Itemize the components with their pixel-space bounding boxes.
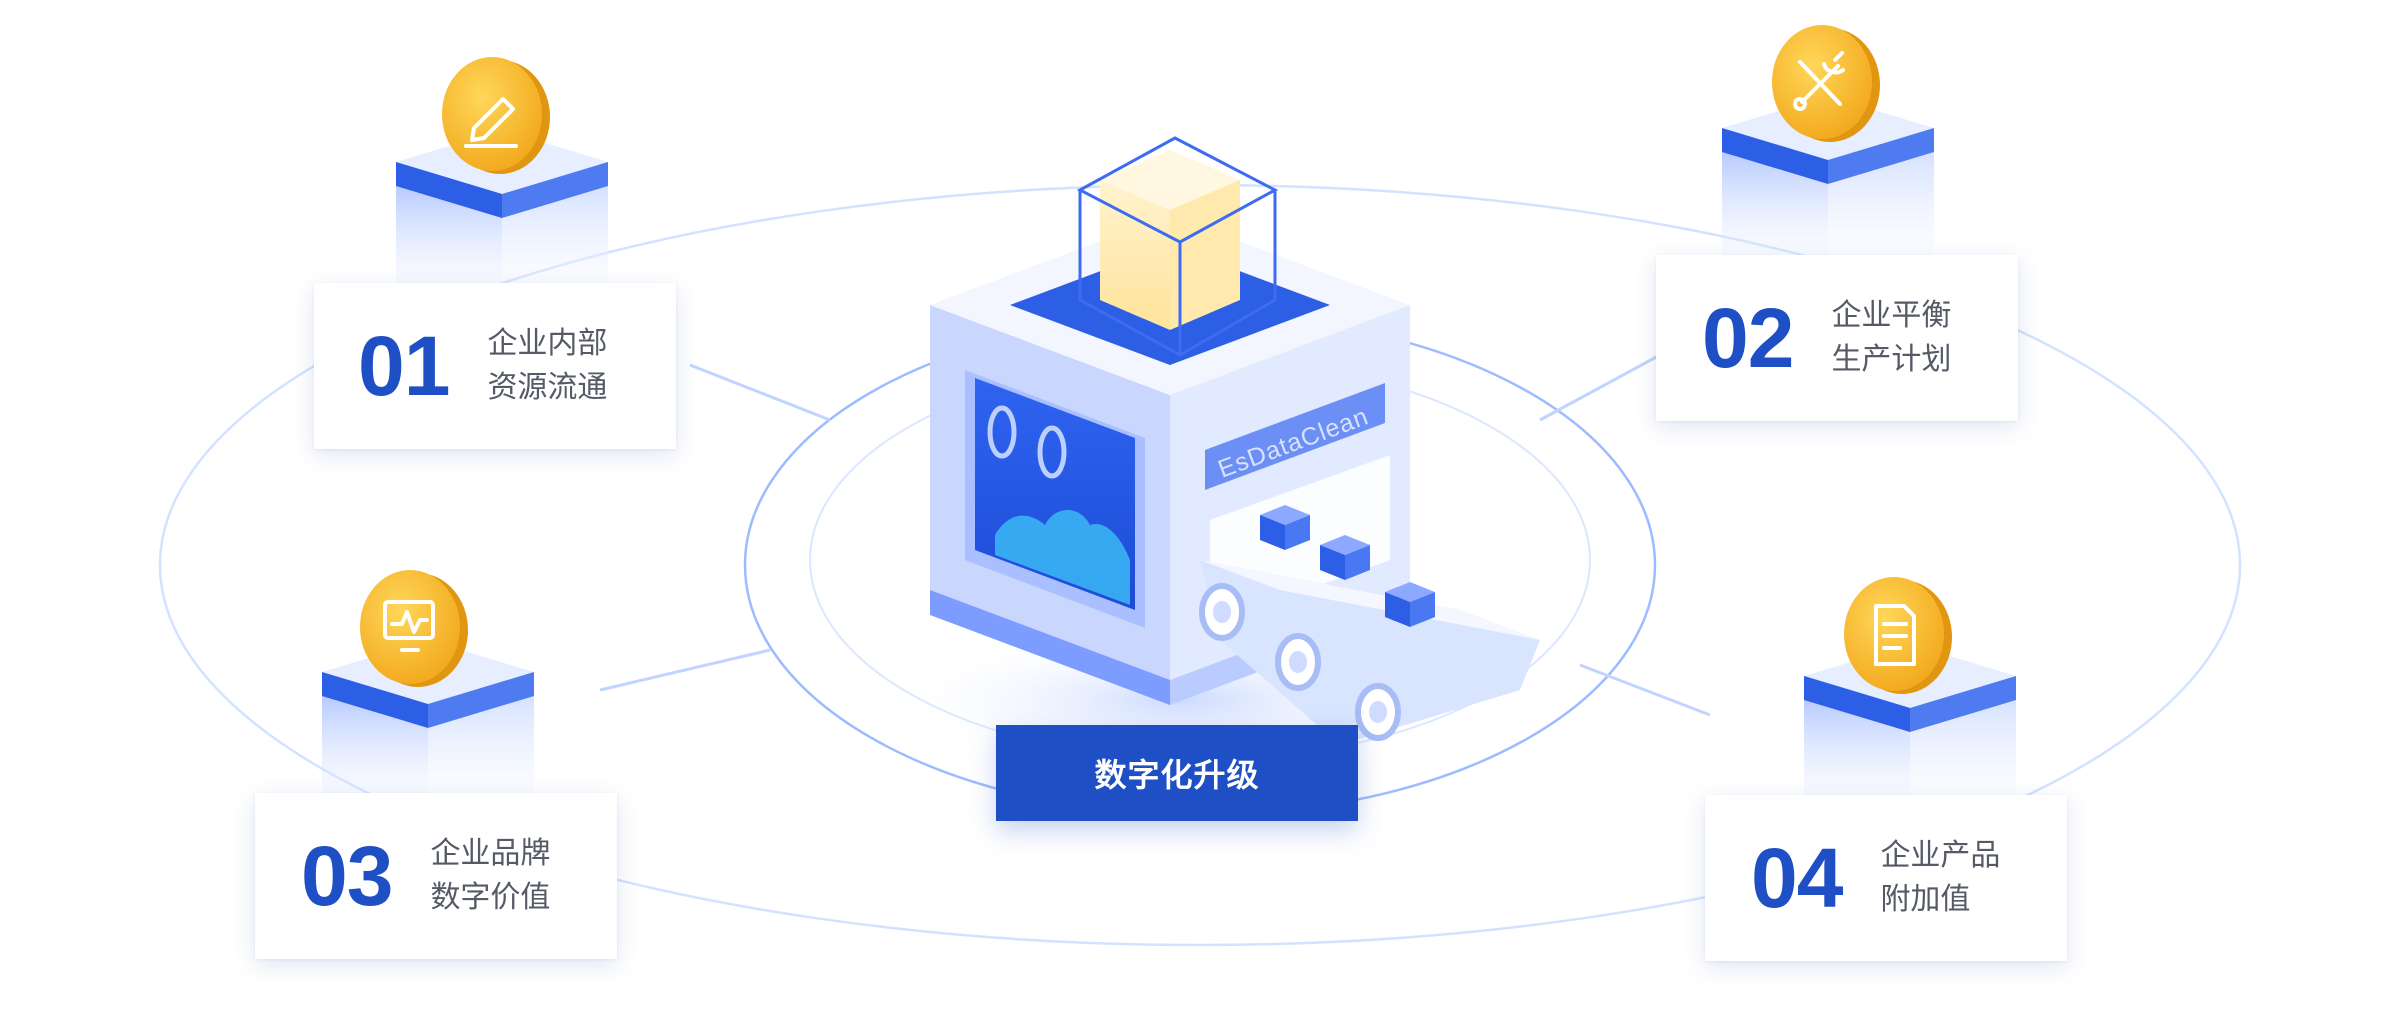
conveyor-cube: [1385, 582, 1435, 627]
glass-cube: [1076, 136, 1279, 357]
item-label-line2: 生产计划: [1831, 342, 1952, 377]
item-label: 企业品牌 数字价值: [430, 832, 550, 920]
tools-icon: [1772, 25, 1880, 142]
item-label-line1: 企业平衡: [1831, 298, 1952, 333]
item-number: 02: [1702, 291, 1794, 385]
conveyor-cube: [1320, 535, 1370, 580]
pillar-01: [396, 57, 608, 322]
item-label-line2: 附加值: [1880, 882, 1971, 917]
item-label: 企业内部 资源流通: [487, 322, 607, 410]
pillar-02: [1722, 25, 1934, 290]
item-label-line1: 企业产品: [1880, 838, 2001, 873]
item-label-line1: 企业品牌: [430, 836, 551, 871]
machine-screen: [965, 370, 1145, 628]
item-number: 03: [301, 829, 393, 923]
document-icon: [1844, 577, 1952, 694]
item-card-01: 01 企业内部 资源流通: [314, 283, 676, 449]
monitor-chart-icon: [360, 570, 468, 687]
pillar-04: [1804, 577, 2016, 834]
center-label: 数字化升级: [996, 725, 1358, 821]
item-card-04: 04 企业产品 附加值: [1705, 795, 2067, 961]
item-label: 企业平衡 生产计划: [1831, 294, 1951, 382]
item-number: 01: [358, 319, 450, 413]
item-label-line2: 资源流通: [487, 370, 608, 405]
pencil-icon: [442, 57, 550, 174]
pillar-03: [322, 570, 534, 832]
item-label-line1: 企业内部: [487, 326, 608, 361]
item-number: 04: [1751, 831, 1843, 925]
conveyor-cube: [1260, 505, 1310, 550]
data-cleaning-machine: EsDataClean: [880, 136, 1540, 770]
item-label: 企业产品 附加值: [1880, 834, 2000, 922]
conveyor-belt: [1199, 505, 1540, 745]
connector-lines: [599, 353, 1711, 717]
item-card-02: 02 企业平衡 生产计划: [1656, 255, 2018, 421]
item-label-line2: 数字价值: [430, 880, 551, 915]
item-card-03: 03 企业品牌 数字价值: [255, 793, 617, 959]
